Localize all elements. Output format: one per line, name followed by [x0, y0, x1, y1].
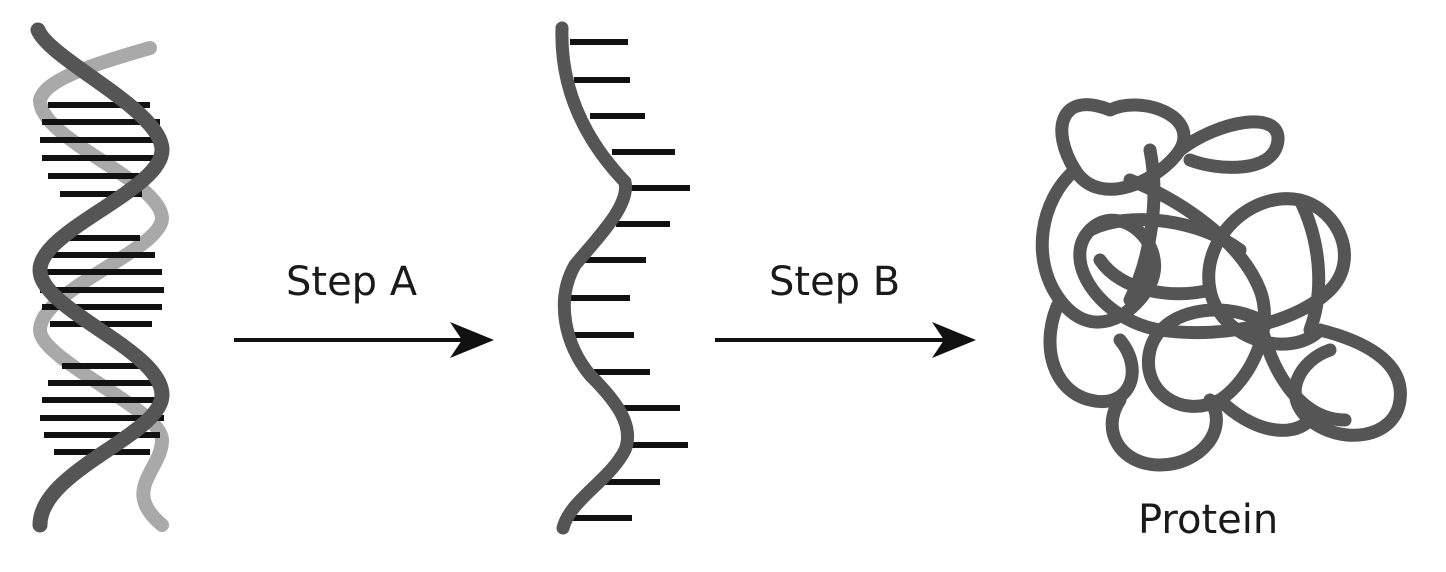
dna-front-strand [30, 22, 170, 533]
dna-back-strand [32, 41, 170, 532]
protein-tangle [1035, 98, 1407, 472]
step-a-label: Step A [286, 259, 418, 305]
step-b-arrow [715, 322, 976, 358]
dna-double-helix [30, 22, 170, 533]
mrna-bases [566, 39, 690, 521]
step-b-label: Step B [769, 259, 901, 305]
protein-label: Protein [1138, 497, 1279, 543]
step-a-arrow [234, 322, 494, 358]
mrna-strand [555, 21, 690, 535]
mrna-backbone [555, 21, 635, 535]
